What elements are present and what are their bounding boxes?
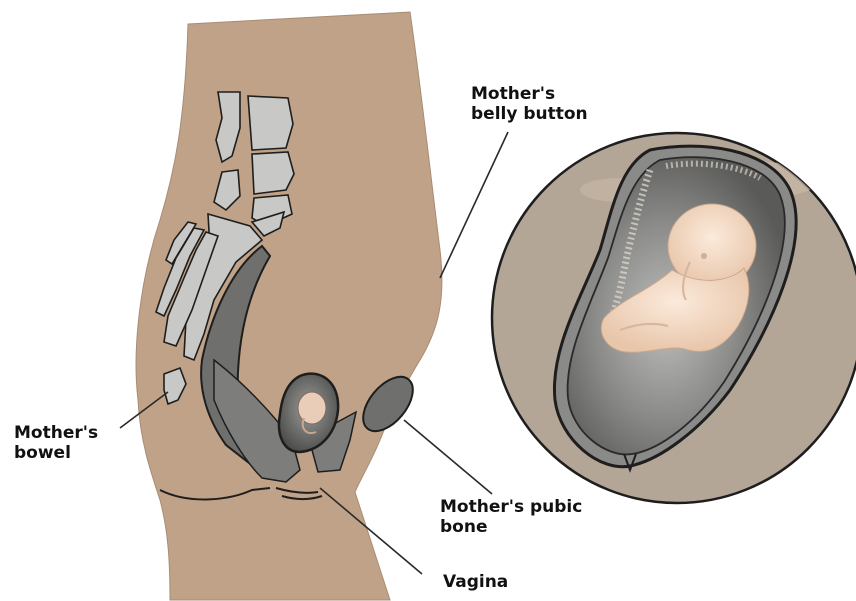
label-line: bowel	[14, 443, 98, 463]
label-line: Mother's pubic	[440, 497, 582, 517]
label-line: bone	[440, 517, 582, 537]
label-line: Mother's	[14, 423, 98, 443]
label-mothers-pubic-bone: Mother's pubic bone	[440, 497, 582, 537]
magnified-inset	[492, 133, 856, 503]
label-line: Mother's	[471, 84, 588, 104]
label-mothers-bowel: Mother's bowel	[14, 423, 98, 463]
label-vagina: Vagina	[443, 572, 508, 592]
label-line: belly button	[471, 104, 588, 124]
label-line: Vagina	[443, 572, 508, 592]
label-mothers-belly-button: Mother's belly button	[471, 84, 588, 124]
